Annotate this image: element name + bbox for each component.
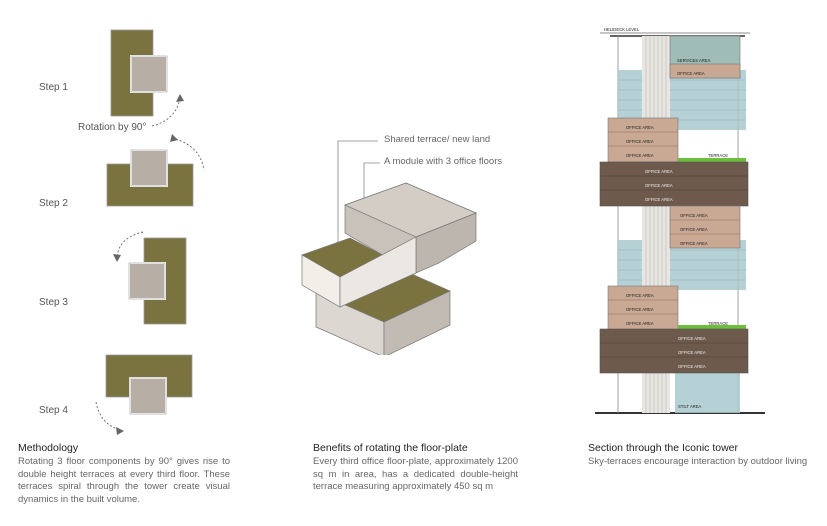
- brown-band-1: [599, 161, 749, 207]
- step-1-plan: [110, 29, 168, 117]
- terrace-label-2: TERRACE: [708, 321, 728, 326]
- benefits-text: Every third office floor-plate, approxim…: [313, 456, 518, 492]
- rotation-arrow-4: [95, 401, 121, 431]
- leader-terrace: [337, 140, 378, 255]
- office-label-f: OFFICE AREA: [645, 183, 673, 188]
- office-label-a: OFFICE AREA: [677, 71, 705, 76]
- office-label-o: OFFICE AREA: [678, 350, 706, 355]
- office-label-i: OFFICE AREA: [680, 227, 708, 232]
- office-label-l: OFFICE AREA: [626, 307, 654, 312]
- step-4-label: Step 4: [39, 405, 68, 416]
- office-label-d: OFFICE AREA: [626, 153, 654, 158]
- methodology-text: Rotating 3 floor components by 90° gives…: [18, 456, 230, 505]
- services-label: SERVICES AREA: [677, 58, 711, 63]
- methodology-diagram: [95, 29, 205, 435]
- step-4-plan: [105, 354, 193, 415]
- step-3-label: Step 3: [39, 297, 68, 308]
- rotation-label: Rotation by 90°: [78, 122, 147, 133]
- office-label-p: OFFICE AREA: [678, 364, 706, 369]
- right-office-module: [669, 205, 741, 249]
- module-isometric-diagram: [301, 140, 477, 355]
- step-2-label: Step 2: [39, 198, 68, 209]
- office-label-e: OFFICE AREA: [645, 169, 673, 174]
- brown-band-2: [599, 328, 749, 374]
- office-label-n: OFFICE AREA: [678, 336, 706, 341]
- upper-office-module: [607, 117, 679, 163]
- terrace-label: Shared terrace/ new land: [384, 134, 491, 145]
- rotation-arrow-3: [116, 231, 144, 259]
- office-label-k: OFFICE AREA: [626, 293, 654, 298]
- helideck-label: HELIDECK LEVEL: [604, 27, 640, 32]
- office-label-h: OFFICE AREA: [680, 213, 708, 218]
- section-text: Sky-terraces encourage interaction by ou…: [588, 456, 808, 467]
- step-2-plan: [106, 149, 194, 207]
- step-1-label: Step 1: [39, 82, 68, 93]
- tower-section-diagram: HELIDECK LEVEL SERVICES AREA OFFICE AREA…: [595, 27, 765, 414]
- stilt-label: STILT AREA: [678, 404, 702, 409]
- office-label-c: OFFICE AREA: [626, 139, 654, 144]
- terrace-label-1: TERRACE: [708, 153, 728, 158]
- office-label-j: OFFICE AREA: [680, 241, 708, 246]
- rotation-arrow-1: [151, 97, 181, 127]
- section-title: Section through the Iconic tower: [588, 442, 739, 454]
- glass-middle: [618, 240, 746, 290]
- step-3-plan: [128, 237, 187, 325]
- top-block: [339, 182, 477, 308]
- leader-module: [363, 162, 380, 207]
- bottom-block: [315, 263, 451, 355]
- benefits-title: Benefits of rotating the floor-plate: [313, 442, 468, 454]
- office-label-g: OFFICE AREA: [645, 197, 673, 202]
- lower-office-module: [607, 285, 679, 331]
- module-label: A module with 3 office floors: [384, 156, 503, 167]
- methodology-title: Methodology: [18, 442, 79, 454]
- office-label-m: OFFICE AREA: [626, 321, 654, 326]
- office-label-b: OFFICE AREA: [626, 125, 654, 130]
